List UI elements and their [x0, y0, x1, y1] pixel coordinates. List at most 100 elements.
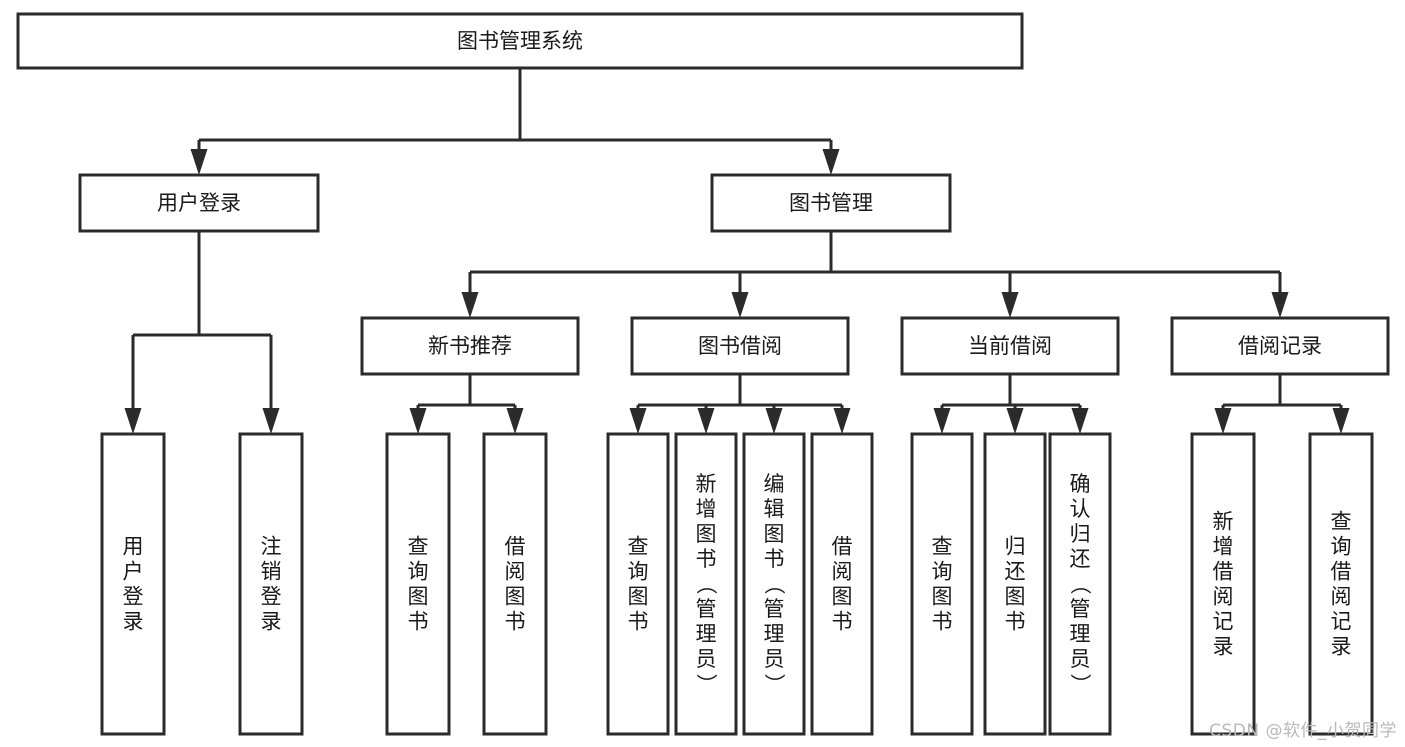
node-label-char: 询 [1331, 535, 1352, 559]
node-box-leaf-borrow-book-2[interactable] [810, 432, 874, 736]
node-label-char: 录 [1213, 635, 1234, 659]
arrow-head-leaf-borrow-book-1 [506, 408, 524, 434]
node-box-leaf-edit-book[interactable] [742, 432, 806, 736]
node-box-leaf-confirm-return[interactable] [1048, 432, 1112, 736]
node-box-leaf-user-login[interactable] [100, 432, 166, 736]
connector-root [190, 68, 840, 175]
node-box-book-manage[interactable] [710, 173, 952, 233]
arrow-head-leaf-add-book [697, 408, 715, 434]
arrow-head-user-login [190, 149, 208, 175]
node-label-char: （ [762, 574, 786, 595]
node-label-user-login: 用户登录 [157, 191, 241, 215]
node-box-leaf-add-book[interactable] [674, 432, 738, 736]
connector-book-borrow [629, 374, 851, 434]
node-borrow-record[interactable]: 借阅记录 [1170, 316, 1390, 376]
node-label-char: 还 [1005, 560, 1026, 584]
node-box-leaf-logout[interactable] [238, 432, 304, 736]
connector-user-login [124, 231, 280, 434]
arrow-head-book-manage [822, 149, 840, 175]
node-box-leaf-return-book[interactable] [983, 432, 1047, 736]
node-label-char: 查 [932, 535, 953, 559]
node-label-char: 图 [1005, 585, 1026, 609]
node-box-root[interactable] [16, 12, 1024, 70]
arrow-head-borrow-record [1271, 292, 1289, 318]
node-leaf-user-login[interactable]: 用户登录 [100, 432, 166, 736]
node-label-char: 登 [123, 585, 144, 609]
node-label-char: 图 [932, 585, 953, 609]
node-label-char: 图 [628, 585, 649, 609]
node-book-manage[interactable]: 图书管理 [710, 173, 952, 233]
node-label-char: ） [694, 674, 718, 695]
node-label-char: 认 [1070, 497, 1091, 521]
csdn-watermark: CSDN @软件_小贺同学 [1209, 721, 1397, 741]
node-label-book-manage: 图书管理 [789, 191, 873, 215]
node-user-login[interactable]: 用户登录 [78, 173, 320, 233]
node-label-char: 管 [696, 597, 717, 621]
node-label-char: 查 [408, 535, 429, 559]
node-box-user-login[interactable] [78, 173, 320, 233]
node-box-current-borrow[interactable] [900, 316, 1120, 376]
node-box-leaf-borrow-book-1[interactable] [482, 432, 548, 736]
node-label-char: 记 [1213, 610, 1234, 634]
node-label-char: 图 [832, 585, 853, 609]
node-label-char: 注 [261, 535, 282, 559]
node-new-book-rec[interactable]: 新书推荐 [360, 316, 580, 376]
node-label-char: 员 [764, 647, 785, 671]
node-label-current-borrow: 当前借阅 [968, 334, 1052, 358]
node-label-char: 查 [628, 535, 649, 559]
node-label-char: 编 [764, 472, 785, 496]
node-label-char: 借 [1331, 560, 1352, 584]
connector-borrow-record [1214, 374, 1350, 434]
arrow-head-leaf-query-book-1 [409, 408, 427, 434]
node-label-char: 书 [505, 610, 526, 634]
node-label-char: 书 [408, 610, 429, 634]
node-box-leaf-query-book-2[interactable] [606, 432, 670, 736]
node-label-char: 录 [123, 610, 144, 634]
node-box-leaf-query-record[interactable] [1308, 432, 1374, 736]
node-label-char: 增 [696, 497, 717, 521]
node-box-borrow-record[interactable] [1170, 316, 1390, 376]
node-label-char: 还 [1070, 547, 1091, 571]
node-label-char: 确 [1070, 472, 1091, 496]
node-book-borrow[interactable]: 图书借阅 [630, 316, 850, 376]
node-label-char: 员 [696, 647, 717, 671]
node-label-char: 询 [932, 560, 953, 584]
node-label-char: 借 [832, 535, 853, 559]
node-box-leaf-query-book-3[interactable] [910, 432, 974, 736]
arrow-head-leaf-edit-book [765, 408, 783, 434]
node-label-char: 管 [1070, 597, 1091, 621]
node-label-char: 登 [261, 585, 282, 609]
node-label-char: 员 [1070, 647, 1091, 671]
node-label-new-book-rec: 新书推荐 [428, 334, 512, 358]
node-box-leaf-add-record[interactable] [1190, 432, 1256, 736]
node-label-borrow-record: 借阅记录 [1238, 334, 1322, 358]
node-box-new-book-rec[interactable] [360, 316, 580, 376]
node-label-char: 询 [408, 560, 429, 584]
arrow-head-leaf-user-login [124, 408, 142, 434]
node-box-book-borrow[interactable] [630, 316, 850, 376]
node-label-char: 书 [832, 610, 853, 634]
node-label-char: 阅 [1213, 585, 1234, 609]
node-box-leaf-query-book-1[interactable] [385, 432, 451, 736]
node-label-char: 增 [1213, 535, 1234, 559]
node-label-char: 销 [261, 560, 282, 584]
node-current-borrow[interactable]: 当前借阅 [900, 316, 1120, 376]
node-root[interactable]: 图书管理系统 [16, 12, 1024, 70]
node-label-char: 书 [696, 547, 717, 571]
node-label-char: 图 [696, 522, 717, 546]
node-label-char: 借 [1213, 560, 1234, 584]
node-label-char: 查 [1331, 510, 1352, 534]
